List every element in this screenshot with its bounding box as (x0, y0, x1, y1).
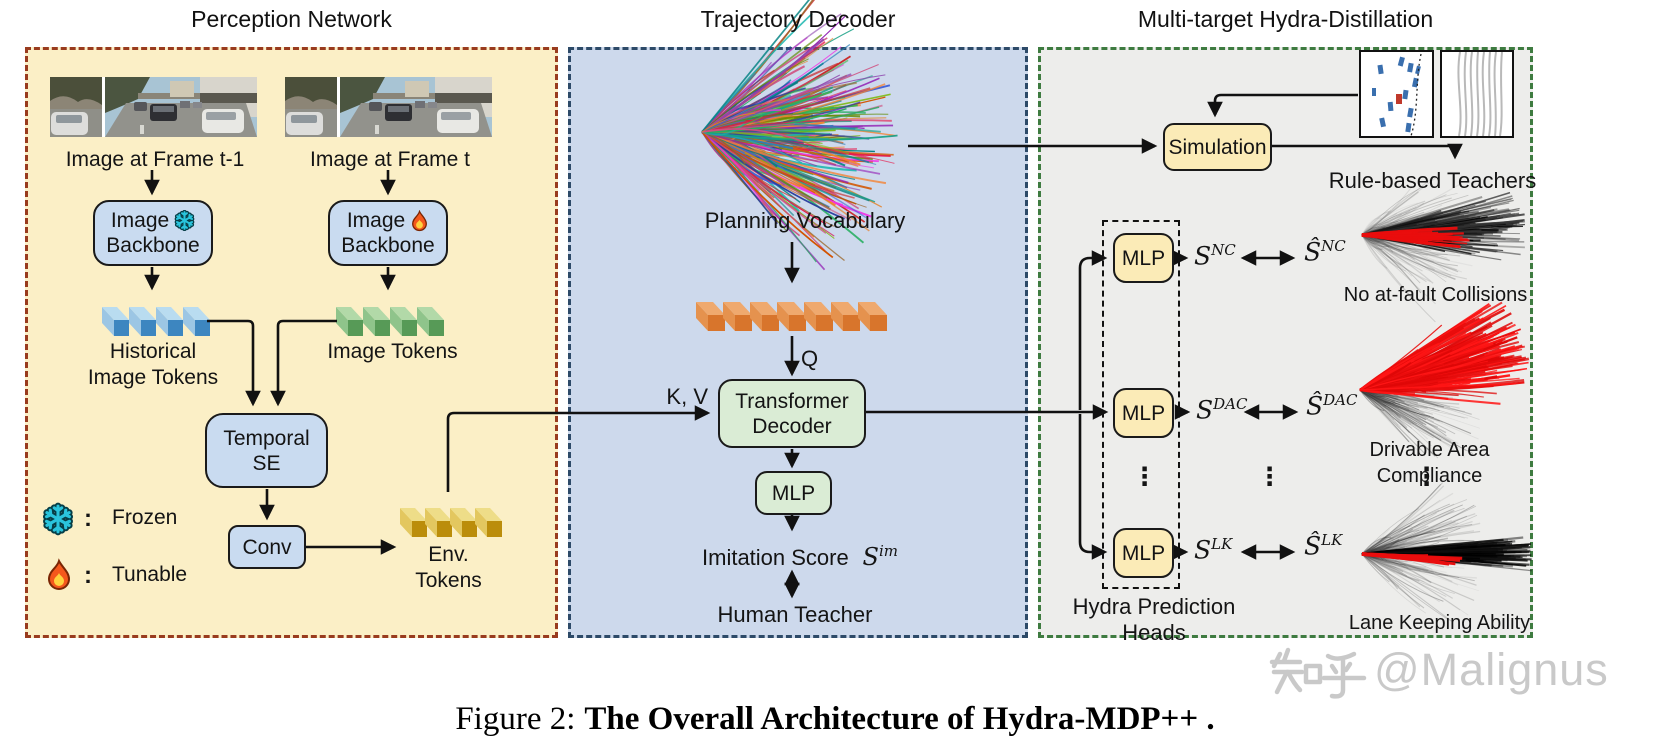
image-backbone-frozen-box: Image Backbone (93, 200, 213, 266)
vertical-ellipsis: ⋮ (1414, 463, 1439, 491)
image-tokens-label: Image Tokens (327, 340, 458, 363)
legend-colon: : (84, 505, 92, 532)
camera-image-frame-t-1 (50, 77, 257, 137)
fire-icon (48, 560, 70, 590)
dac-teacher-fan-image (1359, 301, 1530, 459)
frame-prev-label: Image at Frame t-1 (65, 148, 245, 171)
lk-teacher-fan-image (1361, 482, 1532, 622)
snowflake-icon (174, 210, 195, 231)
nc-teacher-fan-image (1361, 176, 1526, 323)
image-backbone-tunable-box: Image Backbone (328, 200, 448, 266)
rule-based-teachers-label: Rule-based Teachers (1328, 168, 1537, 193)
dac-teacher-caption: Drivable Area Compliance (1369, 439, 1490, 487)
hydra-heads-label: Hydra Prediction Heads (1072, 594, 1236, 645)
historical-tokens-label: Historical Image Tokens (87, 340, 219, 389)
vertical-ellipsis: ⋮ (1132, 463, 1157, 491)
simulation-lanes-image (1440, 50, 1514, 138)
caption-prefix: Figure 2: (455, 701, 576, 737)
legend-tunable-label: Tunable (112, 563, 188, 586)
historical-image-tokens (102, 307, 210, 336)
score-dac: SDAC (1196, 395, 1248, 425)
image-tokens (336, 307, 444, 336)
caption-title: The Overall Architecture of Hydra-MDP++ … (584, 701, 1215, 737)
planning-vocabulary-label: Planning Vocabulary (704, 208, 906, 233)
human-teacher-label: Human Teacher (717, 602, 873, 627)
mlp-imitation-box: MLP (755, 471, 832, 515)
imitation-score-symbol: Sim (862, 542, 898, 571)
q-label: Q (801, 346, 819, 371)
env-tokens-label: Env. Tokens (415, 543, 482, 592)
perception-title: Perception Network (191, 6, 392, 32)
fire-icon (412, 210, 428, 231)
simulation-bev-image (1359, 50, 1434, 138)
figure-caption: Figure 2:The Overall Architecture of Hyd… (0, 701, 1670, 738)
transformer-decoder-box: Transformer Decoder (718, 379, 866, 448)
snowflake-icon (42, 503, 74, 535)
camera-image-frame-t (285, 77, 492, 137)
kv-label: K, V (666, 384, 708, 409)
legend-frozen-label: Frozen (112, 506, 178, 529)
vertical-ellipsis: ⋮ (1257, 463, 1282, 491)
score-lk-hat: ŜLK (1304, 531, 1343, 561)
hydra-title: Multi-target Hydra-Distillation (1137, 6, 1434, 32)
score-nc-hat: ŜNC (1304, 237, 1346, 267)
env-tokens (400, 508, 502, 537)
mlp-nc-box: MLP (1113, 233, 1174, 283)
score-nc: SNC (1194, 241, 1236, 271)
imitation-score-label: Imitation Score Sim (702, 542, 898, 571)
simulation-box: Simulation (1163, 123, 1272, 171)
conv-box: Conv (228, 525, 306, 569)
vocabulary-tokens (696, 302, 887, 331)
mlp-lk-box: MLP (1113, 528, 1174, 578)
planning-vocabulary-fan-image (701, 0, 898, 271)
nc-teacher-caption: No at-fault Collisions (1343, 284, 1528, 306)
mlp-dac-box: MLP (1113, 388, 1174, 438)
frame-curr-label: Image at Frame t (310, 148, 470, 171)
watermark-handle: @Malignus (1374, 644, 1609, 695)
score-lk: SLK (1194, 535, 1233, 565)
score-dac-hat: ŜDAC (1306, 391, 1358, 421)
zhihu-logo (1269, 647, 1367, 699)
trajectory-title: Trajectory Decoder (700, 6, 896, 32)
temporal-se-box: Temporal SE (205, 413, 328, 488)
lk-teacher-caption: Lane Keeping Ability (1348, 612, 1531, 634)
legend-colon: : (84, 562, 92, 589)
